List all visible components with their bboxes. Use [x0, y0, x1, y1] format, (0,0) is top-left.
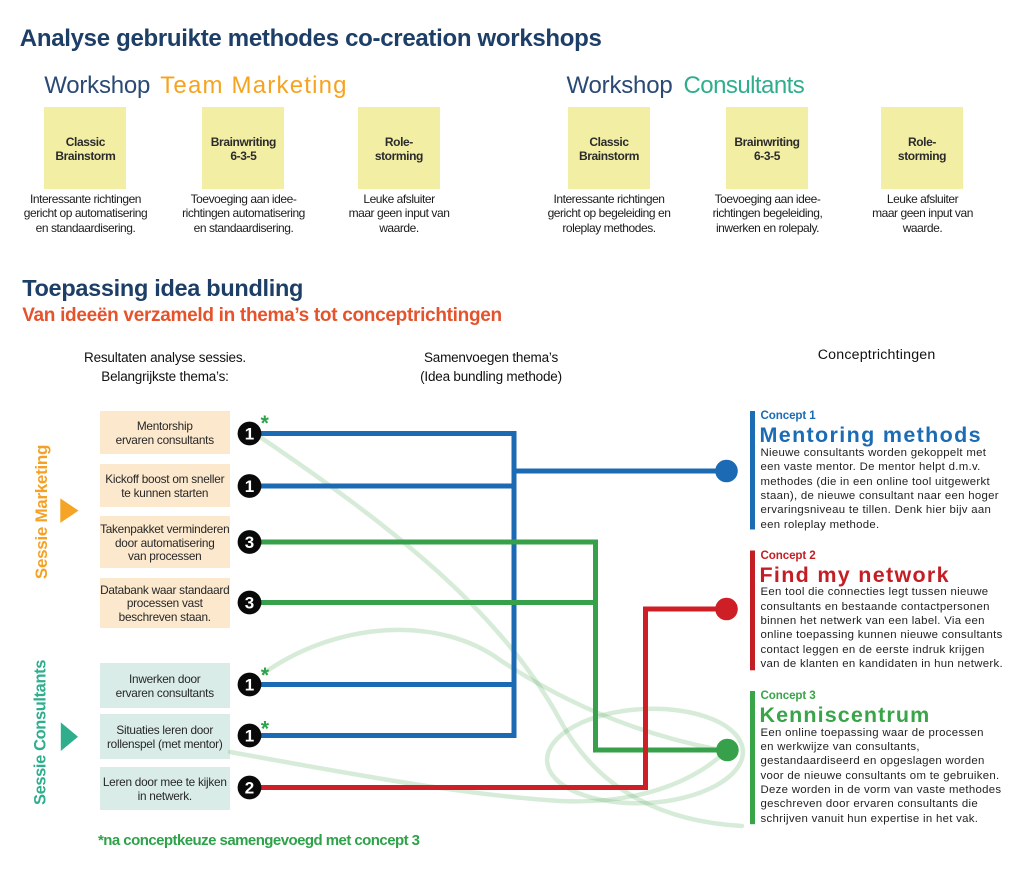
svg-text:*: * [261, 664, 270, 687]
svg-text:2: 2 [245, 779, 254, 798]
svg-text:3: 3 [245, 533, 254, 552]
svg-text:3: 3 [245, 594, 254, 613]
svg-text:1: 1 [245, 727, 254, 746]
svg-text:*: * [261, 412, 270, 435]
svg-text:1: 1 [245, 477, 254, 496]
svg-text:*: * [261, 718, 270, 741]
svg-text:1: 1 [245, 676, 254, 695]
svg-text:1: 1 [245, 425, 254, 444]
